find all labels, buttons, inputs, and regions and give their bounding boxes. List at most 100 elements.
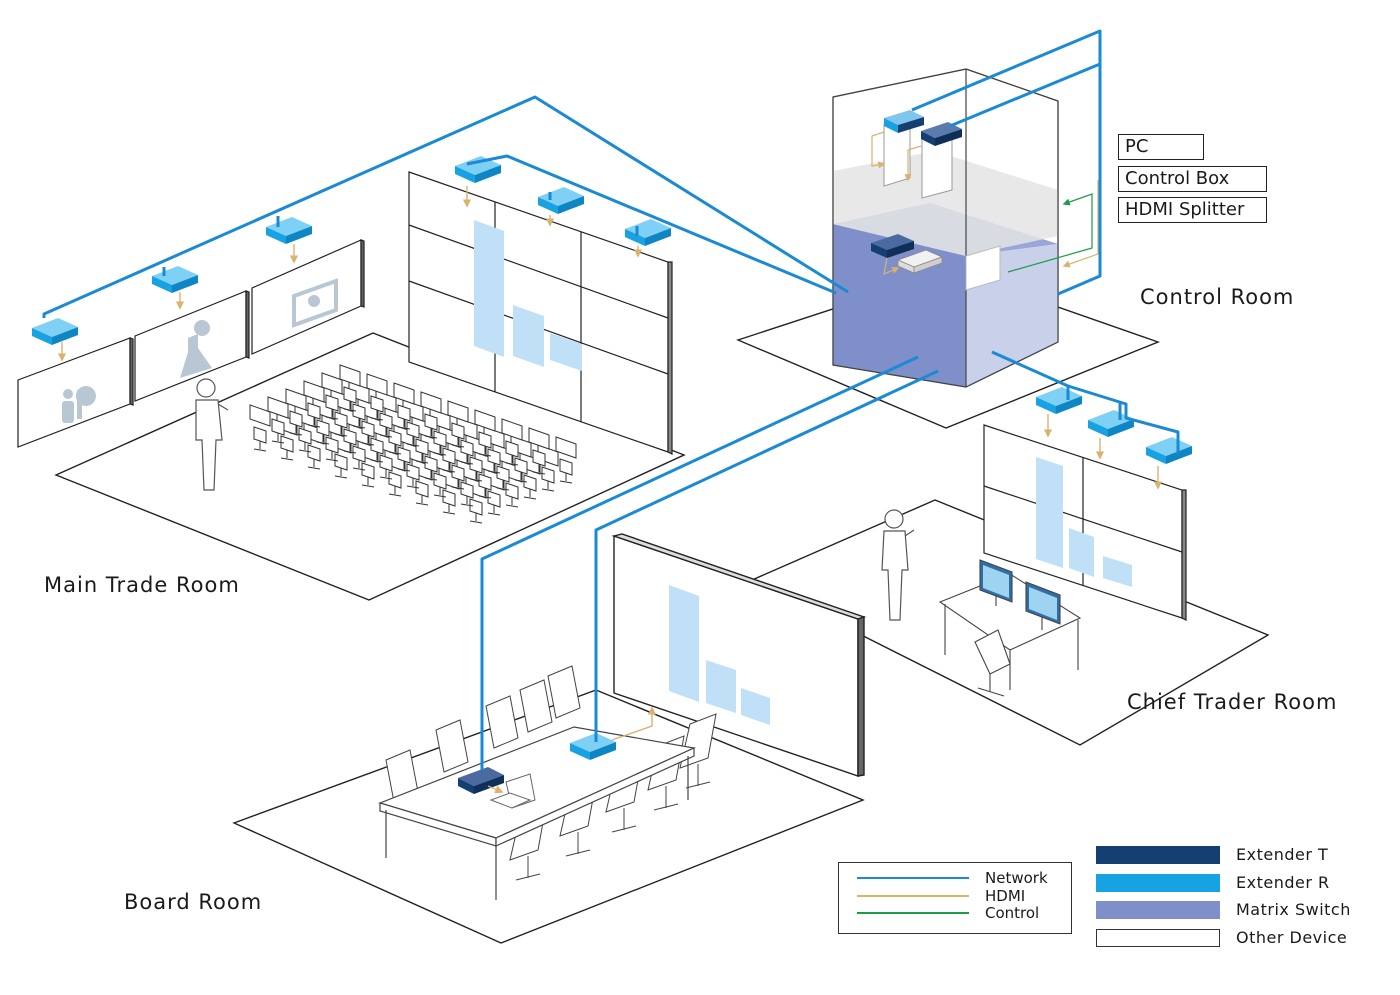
net-main-wall <box>466 154 837 295</box>
extender-r-box <box>1146 437 1192 464</box>
board-table <box>378 726 697 900</box>
label-control-room: Control Room <box>1140 285 1295 309</box>
legend-matrix-switch: Matrix Switch <box>1096 899 1386 923</box>
trader-seat <box>321 372 343 420</box>
extender-r-box <box>570 733 616 760</box>
board-chair <box>485 695 519 749</box>
legend-extender-r-swatch <box>1096 874 1220 892</box>
chart-person-icon <box>62 386 96 423</box>
main-wall-bars <box>474 220 582 371</box>
rack-edges <box>832 68 1059 388</box>
board-screen-bars <box>669 585 770 725</box>
net-main-sides <box>42 95 849 318</box>
side-screen-1 <box>17 337 134 448</box>
trader-seat <box>447 400 469 448</box>
legend-network-label: Network <box>985 869 1048 887</box>
extender-r-box <box>1088 410 1134 437</box>
board-big-screen <box>611 533 867 777</box>
rack-extender-r-1 <box>884 110 924 133</box>
control-room-rack <box>832 68 1099 388</box>
flask-icon <box>180 320 212 378</box>
trader-seat <box>501 418 523 466</box>
main-video-wall <box>408 171 673 455</box>
trader-seat <box>483 426 505 474</box>
trader-seat <box>249 404 271 452</box>
legend-hdmi-stroke <box>857 895 969 897</box>
net-board-t <box>480 355 919 770</box>
trader-seat <box>474 409 496 457</box>
main-trade-room <box>17 171 673 524</box>
hdmi-lines <box>57 186 1163 794</box>
rack-extender-t-2 <box>871 234 914 258</box>
chief-monitor-1 <box>979 559 1013 606</box>
trader-seat <box>366 373 388 421</box>
chief-chair <box>974 629 1011 697</box>
rack-hdmi-links <box>871 131 1099 275</box>
legend-network-stroke <box>857 877 969 879</box>
extender-r-box <box>1036 387 1082 414</box>
extender-r-box <box>32 318 78 345</box>
gear-panel-icon <box>292 278 338 328</box>
legend-hdmi: HDMI <box>839 887 1071 905</box>
trader-seat <box>339 364 361 412</box>
net-rack-top-2 <box>949 62 1101 128</box>
legend-other-device: Other Device <box>1096 927 1386 951</box>
label-chief-trader-room: Chief Trader Room <box>1127 690 1338 714</box>
network-lines <box>42 29 1180 770</box>
trader-seat <box>393 382 415 430</box>
extender-r-box <box>538 187 584 214</box>
extender-r-box <box>625 219 671 246</box>
extender-r-box <box>266 217 312 244</box>
board-extender-t <box>458 767 504 794</box>
trader-seat <box>285 388 307 436</box>
label-pc: PC <box>1118 134 1204 160</box>
legend-extender-t: Extender T <box>1096 844 1386 868</box>
legend-hdmi-label: HDMI <box>985 887 1026 905</box>
chief-trader-person <box>881 509 915 621</box>
label-hdmi-splitter: HDMI Splitter <box>1118 197 1267 223</box>
board-chair <box>435 719 469 773</box>
legend-control-label: Control <box>985 904 1040 922</box>
trader-seat <box>267 396 289 444</box>
board-room <box>378 533 867 900</box>
chief-trader-room <box>881 424 1187 697</box>
trader-seat <box>555 436 577 484</box>
label-board-room: Board Room <box>124 890 263 914</box>
board-chair <box>547 665 581 719</box>
side-screen-3 <box>251 239 365 355</box>
legend-network: Network <box>839 869 1071 887</box>
board-chair <box>519 679 553 733</box>
trader-seat <box>420 391 442 439</box>
chief-video-wall <box>983 424 1187 621</box>
side-screen-2 <box>134 290 250 402</box>
legend-matrix-switch-swatch <box>1096 901 1220 919</box>
legend-extender-t-swatch <box>1096 846 1220 864</box>
chief-trader-desk <box>938 559 1082 697</box>
legend-extender-t-label: Extender T <box>1236 845 1329 864</box>
legend-control: Control <box>839 904 1071 922</box>
legend-other-device-swatch <box>1096 929 1220 947</box>
trader-seat <box>348 381 370 429</box>
trader-seat-rows <box>249 364 577 524</box>
legend-matrix-switch-label: Matrix Switch <box>1236 900 1351 919</box>
rack-control-links <box>1007 193 1093 273</box>
extender-r-box <box>152 266 198 293</box>
net-board-r <box>594 369 939 742</box>
label-main-trade-room: Main Trade Room <box>44 573 240 597</box>
rack-control-box <box>896 249 944 274</box>
board-laptop <box>489 773 536 809</box>
line-type-legend: Network HDMI Control <box>838 862 1072 934</box>
legend-extender-r: Extender R <box>1096 872 1386 896</box>
chief-monitor-2 <box>1025 581 1061 630</box>
extender-r-units <box>32 156 1192 760</box>
chief-wall-bars <box>1036 457 1132 587</box>
trader-seat <box>528 427 550 475</box>
rack-splitter-box <box>965 245 1001 291</box>
legend-control-stroke <box>857 912 969 914</box>
legend-extender-r-label: Extender R <box>1236 873 1330 892</box>
legend-other-device-label: Other Device <box>1236 928 1348 947</box>
net-rack-top-1 <box>911 29 1102 296</box>
device-type-legend: Extender T Extender R Matrix Switch Othe… <box>1096 844 1386 954</box>
